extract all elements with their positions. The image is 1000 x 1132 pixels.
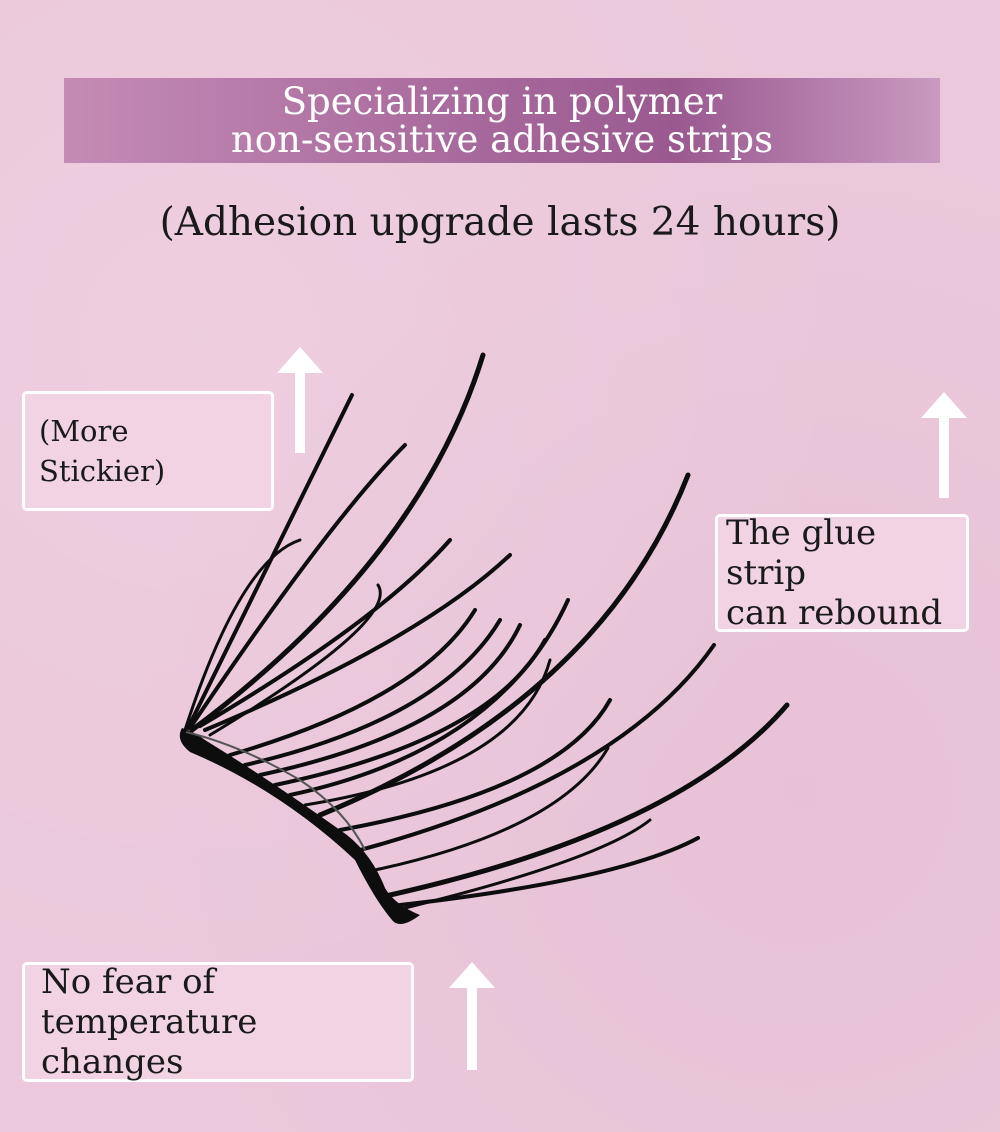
eyelash-cluster-illustration (179, 352, 790, 924)
label-glue-strip-rebound: The glue strip can rebound (715, 513, 969, 633)
label-text-line-2: can rebound (726, 593, 943, 633)
banner-line-2: non-sensitive adhesive strips (230, 117, 774, 161)
banner-line-1: Specializing in polymer (281, 79, 723, 123)
label-text: (More Stickier) (39, 414, 166, 488)
label-more-stickier: (More Stickier) (22, 391, 274, 511)
title-banner: Specializing in polymer non-sensitive ad… (64, 78, 940, 163)
up-arrow-icon (449, 962, 495, 1070)
label-text-line-1: The glue strip (726, 513, 877, 593)
label-text-line-2: changes (41, 1042, 184, 1082)
subtitle: (Adhesion upgrade lasts 24 hours) (159, 200, 841, 245)
up-arrow-icon (277, 347, 323, 453)
up-arrow-icon (921, 392, 967, 498)
label-temperature: No fear of temperature changes (22, 962, 414, 1082)
label-text-line-1: No fear of temperature (41, 962, 258, 1042)
